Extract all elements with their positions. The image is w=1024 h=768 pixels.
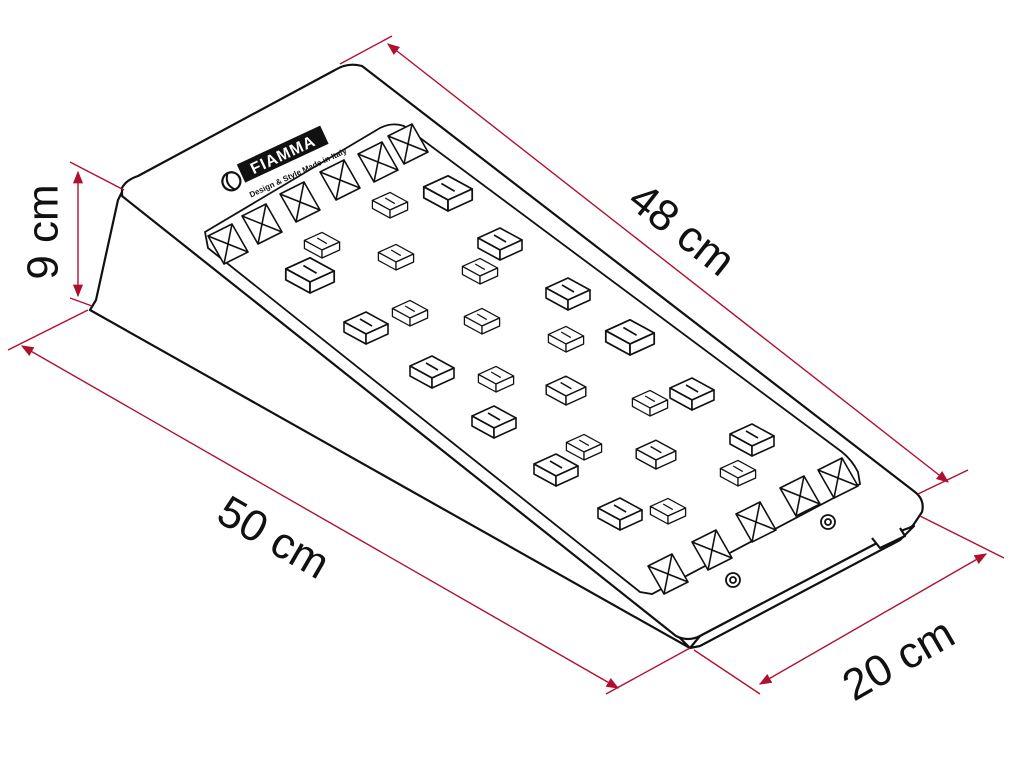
top-length-ext-left <box>339 35 393 65</box>
width-label: 20 cm <box>834 608 962 710</box>
base-length-ext-right <box>605 647 691 695</box>
wedge-rib <box>735 501 777 543</box>
wedge-rib <box>279 181 321 223</box>
ramp-body <box>88 63 924 650</box>
width-ext-right <box>919 515 1005 559</box>
dimension-lines <box>7 35 1005 695</box>
wedge-rib <box>207 223 249 265</box>
top-length-ext-right <box>917 469 969 495</box>
mounting-holes <box>725 514 836 588</box>
top-length-dimension-line <box>387 43 949 483</box>
width-dimension-line <box>758 553 988 685</box>
base-length-label: 50 cm <box>209 486 337 588</box>
base-length-ext-left <box>7 309 89 351</box>
wedge-rib <box>319 159 361 201</box>
top-length-label: 48 cm <box>619 174 744 286</box>
wedge-rib <box>691 529 733 571</box>
height-label: 9 cm <box>19 184 68 279</box>
height-ext-top <box>69 161 125 191</box>
ramp-base-foot <box>871 527 907 550</box>
base-length-dimension-line <box>20 345 620 689</box>
height-ext-bottom <box>69 297 93 307</box>
wedge-rib <box>647 553 689 595</box>
width-ext-left <box>693 649 761 695</box>
traction-block <box>284 256 336 294</box>
traction-block <box>303 231 341 259</box>
wedge-rib <box>241 203 283 245</box>
traction-block <box>649 497 687 525</box>
